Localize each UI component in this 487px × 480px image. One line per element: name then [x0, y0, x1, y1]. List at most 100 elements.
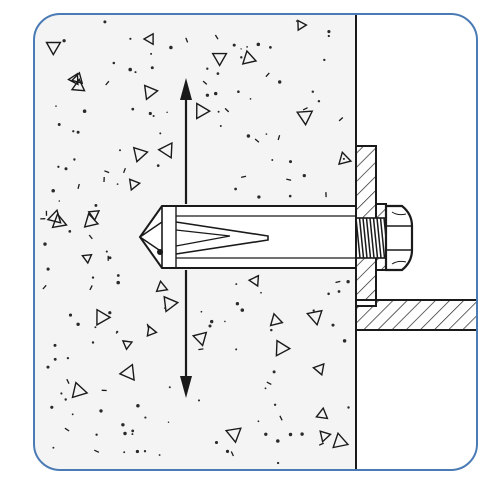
aggregate-stone — [146, 324, 158, 337]
aggregate-dot — [240, 48, 242, 50]
aggregate-stone — [81, 253, 93, 265]
aggregate-dot — [246, 134, 251, 138]
aggregate-dot — [288, 160, 293, 164]
aggregate-stone — [315, 406, 329, 420]
aggregate-dot — [295, 20, 298, 22]
aggregate-stone — [45, 41, 62, 57]
aggregate-stone — [297, 19, 308, 32]
aggregate-dot — [52, 446, 55, 449]
aggregate-dot — [71, 413, 74, 416]
aggregate-dot — [342, 339, 347, 343]
aggregate-dot — [300, 432, 304, 436]
double-headed-arrow-icon — [180, 78, 192, 398]
aggregate-dot — [276, 439, 280, 443]
aggregate-dot — [123, 451, 126, 454]
aggregate-dot — [288, 432, 293, 437]
aggregate-dot — [159, 132, 162, 135]
aggregate-dot — [76, 322, 80, 327]
aggregate-dot — [57, 165, 60, 168]
aggregate-dot — [108, 256, 112, 260]
aggregate-dot — [235, 348, 238, 351]
aggregate-stone — [132, 146, 149, 164]
aggregate-stone — [241, 49, 258, 65]
aggregate-chip — [265, 72, 270, 78]
aggregate-stone — [338, 150, 353, 166]
thread-line — [369, 217, 375, 259]
aggregate-chip — [277, 135, 281, 141]
aggregate-stone — [70, 78, 86, 92]
aggregate-chip — [185, 37, 189, 43]
aggregate-chip — [42, 284, 47, 290]
aggregate-dot — [213, 91, 218, 96]
aggregate-dot — [66, 356, 70, 360]
aggregate-dot — [136, 404, 140, 408]
aggregate-dot — [256, 42, 261, 47]
aggregate-stone — [319, 430, 332, 444]
aggregate-stone — [96, 308, 112, 327]
aggregate-chip — [266, 381, 272, 385]
aggregate-dot — [55, 105, 57, 107]
aggregate-dot — [224, 320, 226, 323]
aggregate-chip — [146, 323, 150, 329]
aggregate-dot — [152, 114, 155, 118]
thread-line — [372, 217, 379, 259]
aggregate-dot — [51, 189, 55, 193]
aggregate-dot — [116, 280, 120, 285]
aggregate-dot — [68, 230, 72, 233]
aggregate-chip — [89, 285, 93, 291]
aggregate-dot — [311, 90, 315, 93]
thread-line — [362, 217, 368, 259]
aggregate-dot — [91, 341, 95, 344]
aggregate-stone — [305, 309, 323, 327]
aggregate-dot — [128, 67, 132, 72]
aggregate-stone — [121, 340, 134, 351]
aggregate-chip — [77, 183, 80, 189]
aggregate-chip — [224, 107, 230, 113]
aggregate-dot — [99, 409, 103, 413]
aggregate-dot — [150, 52, 153, 55]
aggregate-dot — [95, 433, 98, 436]
aggregate-dot — [302, 173, 306, 178]
aggregate-dot — [265, 133, 268, 135]
thread-line — [379, 217, 386, 259]
aggregate-stone — [51, 212, 68, 229]
aggregate-dot — [129, 37, 132, 40]
aggregate-stone — [211, 52, 228, 67]
aggregate-dot — [94, 203, 98, 207]
aggregate-chip — [286, 178, 292, 181]
aggregate-dot — [225, 449, 230, 453]
aggregate-stone — [312, 362, 325, 377]
aggregate-chip — [335, 280, 341, 284]
aggregate-chip — [279, 415, 283, 421]
aggregate-dot — [131, 433, 134, 436]
aggregate-chip — [230, 451, 234, 457]
aggregate-dot — [214, 440, 219, 445]
aggregate-dot — [342, 157, 345, 160]
aggregate-chip — [122, 167, 127, 174]
aggregate-dot — [337, 290, 341, 293]
aggregate-dot — [72, 130, 75, 133]
aggregate-dot — [60, 392, 63, 395]
aggregate-dot — [273, 403, 277, 406]
aggregate-dot — [131, 429, 135, 433]
aggregate-dot — [169, 45, 173, 50]
aggregate-dot — [269, 46, 272, 49]
aggregate-dot — [105, 250, 108, 253]
aggregate-dot — [135, 449, 140, 454]
aggregate-chip — [214, 34, 219, 40]
aggregate-stone — [269, 312, 284, 327]
aggregate-dot — [327, 34, 330, 38]
aggregate-dot — [317, 99, 321, 103]
aggregate-chip — [302, 107, 308, 111]
aggregate-dot — [50, 405, 54, 409]
aggregate-dot — [288, 194, 292, 198]
aggregate-chip — [88, 234, 93, 240]
aggregate-chip — [66, 378, 70, 384]
aggregate-stone — [155, 279, 169, 293]
aggregate-dot — [108, 311, 112, 315]
aggregate-dot — [264, 387, 267, 390]
aggregate-dot — [331, 323, 335, 327]
aggregate-dot — [116, 330, 119, 334]
aggregate-dot — [143, 450, 147, 453]
